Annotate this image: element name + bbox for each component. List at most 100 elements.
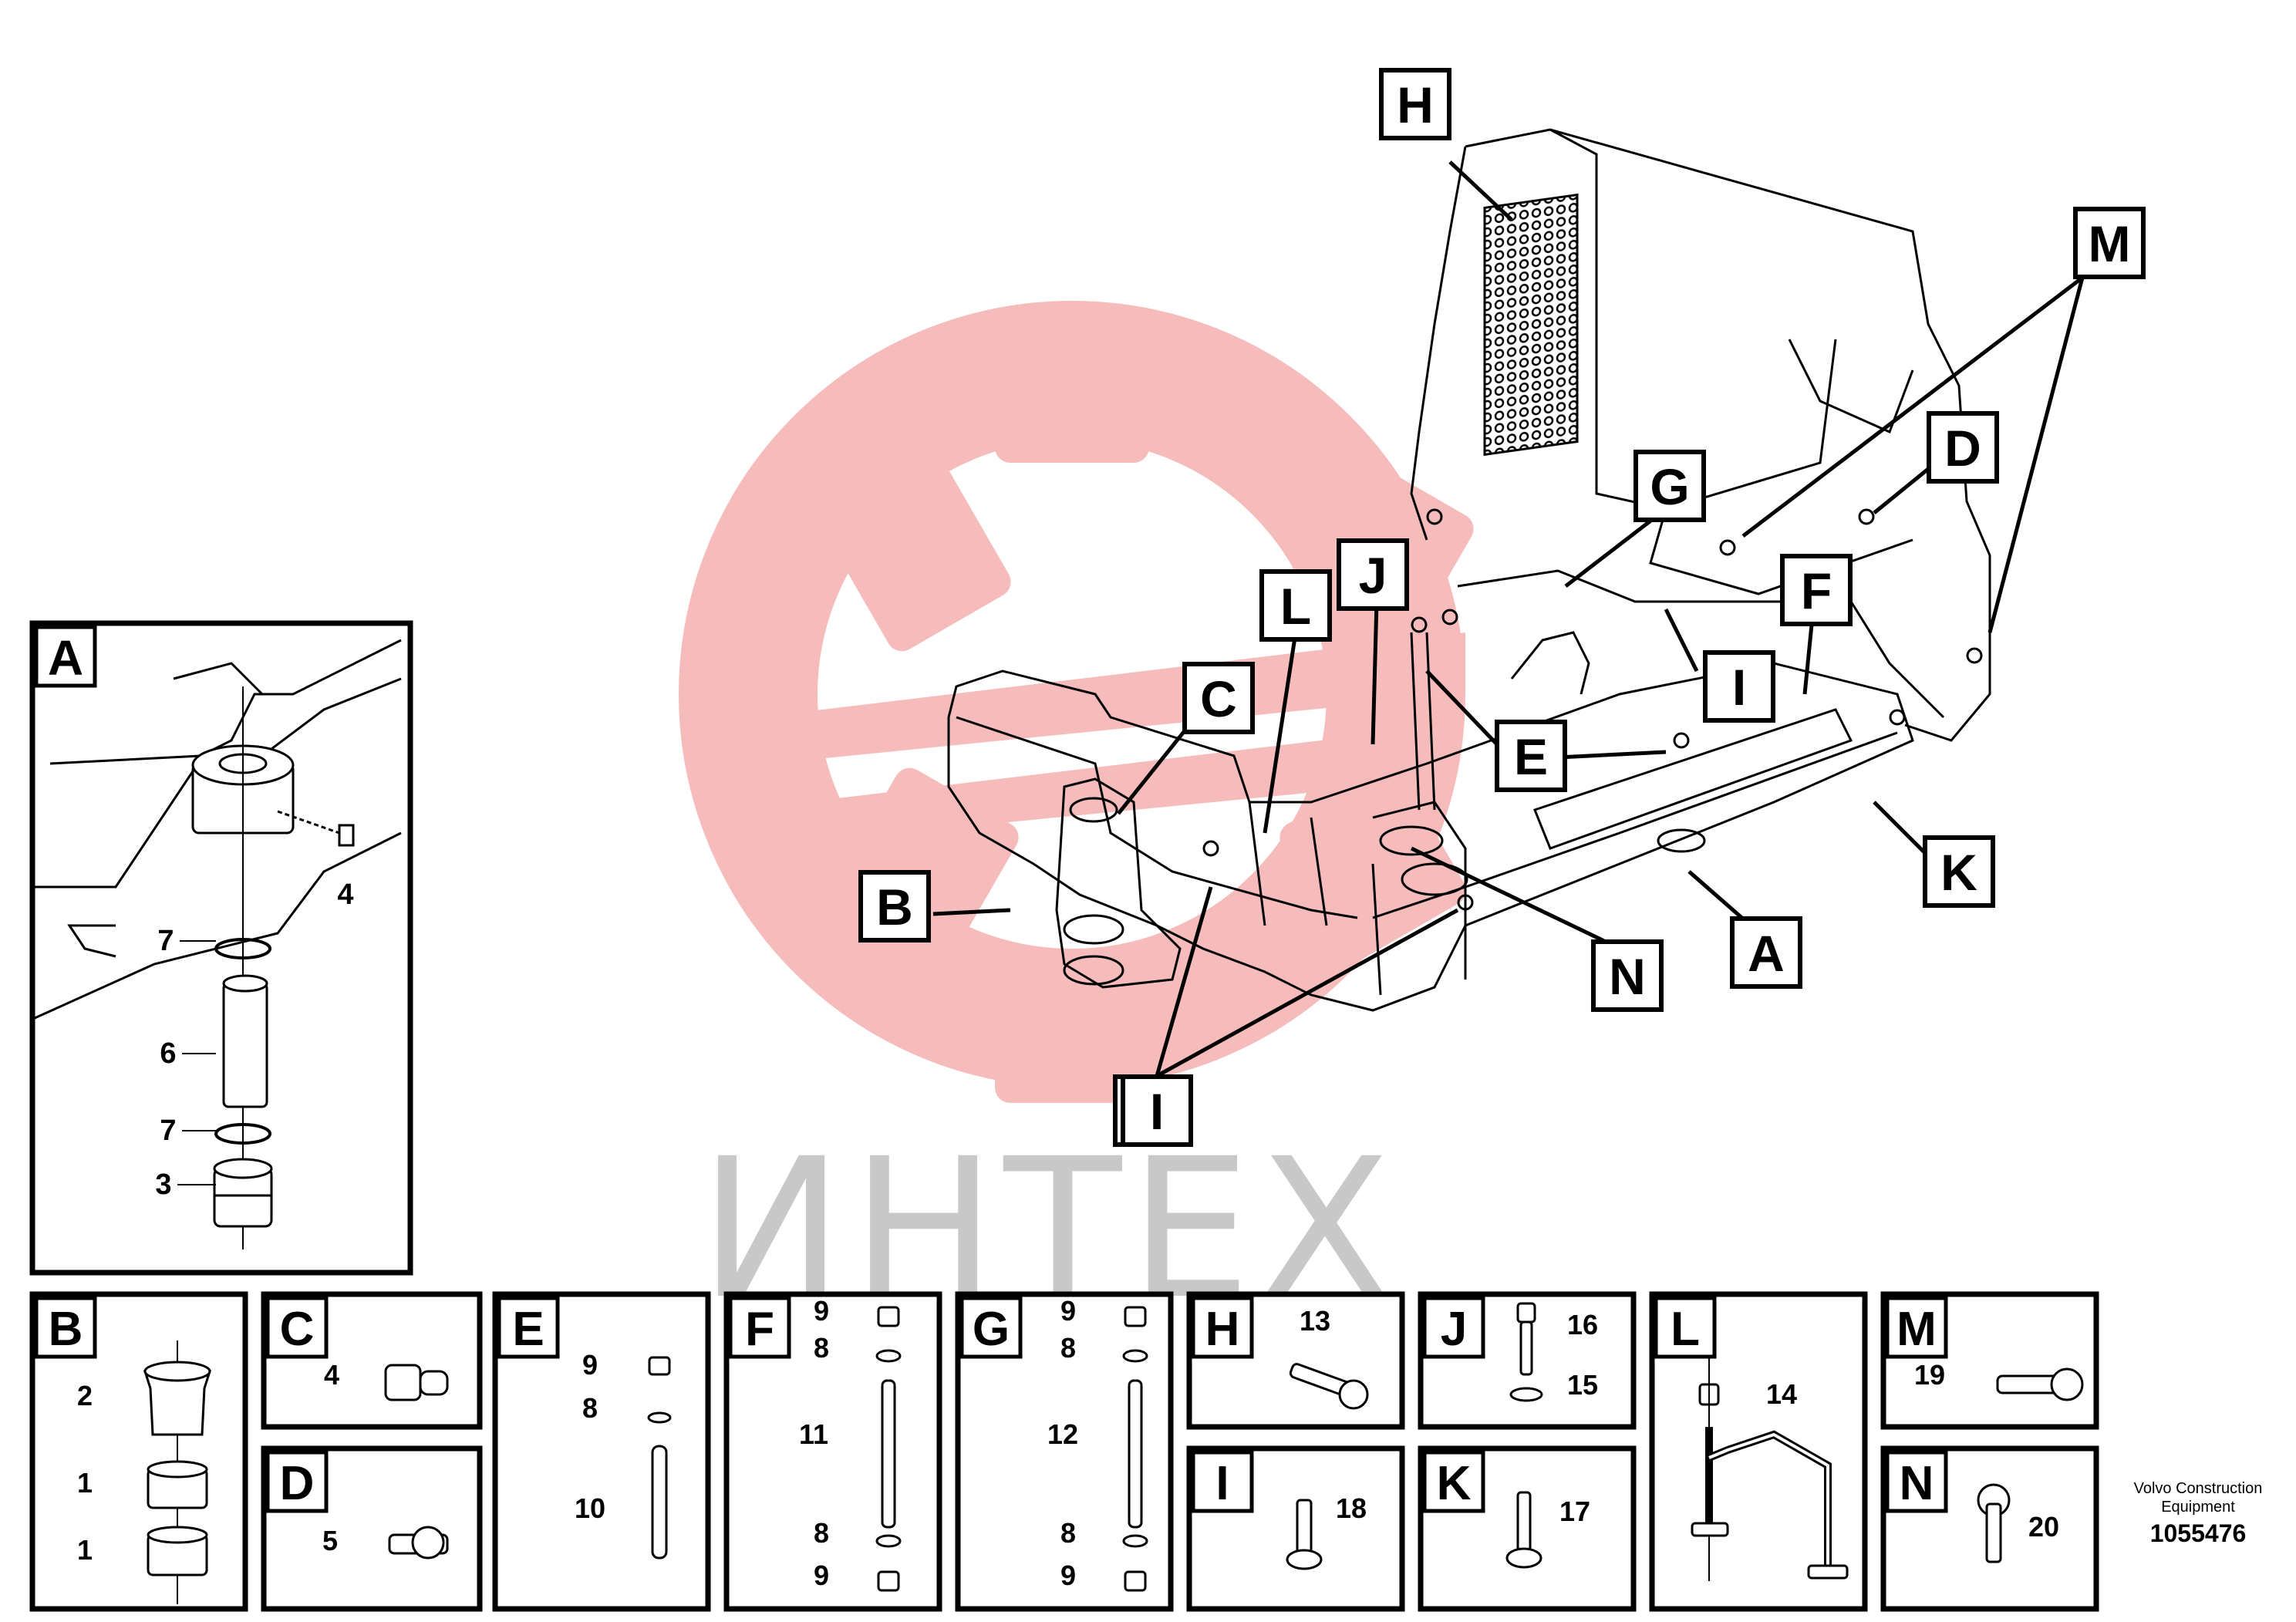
callout-J: J (1337, 538, 1409, 611)
footer-ref: 1055476 (2149, 1519, 2247, 1547)
part-number: 18 (1336, 1492, 1367, 1524)
parts-panel-F: F 9 8 11 8 9 (723, 1291, 942, 1612)
part-number: 13 (1300, 1305, 1330, 1337)
part-number: 8 (814, 1517, 829, 1549)
callout-label: I (1150, 1083, 1164, 1140)
callout-label: N (1609, 948, 1646, 1005)
excavator-frame-drawing (947, 128, 1991, 1012)
parts-panel-D: D5 (261, 1445, 483, 1612)
footer-line2: Equipment (2161, 1499, 2235, 1516)
part-number: 14 (1766, 1378, 1797, 1410)
callout-N: N (1591, 939, 1664, 1012)
parts-panel-M: M19 (1880, 1291, 2099, 1430)
detail-A-item-number: 7 (157, 925, 174, 957)
panel-letter: J (1441, 1303, 1467, 1356)
part-number: 10 (575, 1492, 605, 1524)
part-number: 8 (582, 1392, 598, 1424)
callout-label: C (1200, 670, 1237, 727)
part-number: 19 (1914, 1359, 1945, 1391)
watermark-text: ИНТЕХ (700, 1117, 1399, 1341)
part-number: 9 (1060, 1295, 1076, 1327)
part-number: 9 (814, 1295, 829, 1327)
part-number: 1 (77, 1534, 93, 1566)
part-number: 8 (814, 1332, 829, 1364)
part-number: 9 (1060, 1560, 1076, 1591)
panel-letter: F (745, 1303, 774, 1356)
callout-label: M (2089, 215, 2131, 272)
part-number: 4 (324, 1359, 339, 1391)
parts-panel-G: G 9 8 12 8 9 (955, 1291, 1174, 1612)
detail-A-item-number: 4 (337, 878, 353, 911)
callout-D: D (1927, 411, 1999, 484)
part-number: 20 (2028, 1511, 2059, 1543)
detail-panel-A: A 4 7 6 7 3 (29, 620, 413, 1276)
footer-caption: Volvo Construction Equipment 1055476 (2106, 1479, 2291, 1550)
part-number: 8 (1060, 1332, 1076, 1364)
parts-panel-C: C4 (261, 1291, 483, 1430)
callout-label: I (1732, 659, 1746, 716)
callout-label: F (1801, 562, 1832, 619)
callout-label: L (1280, 578, 1311, 635)
watermark-gear-logo (679, 301, 1474, 1103)
callout-label: G (1650, 458, 1689, 515)
callout-label: H (1397, 76, 1434, 133)
callout-B: B (858, 870, 931, 943)
callout-label: A (1748, 925, 1785, 982)
callout-C: C (1182, 662, 1255, 734)
parts-panel-H: H 13 (1186, 1291, 1405, 1430)
panel-letter: L (1671, 1303, 1700, 1356)
part-number: 12 (1047, 1418, 1078, 1450)
panel-letter: D (280, 1457, 315, 1510)
callout-F: F (1780, 554, 1853, 626)
callout-M: M (2073, 207, 2146, 279)
parts-panel-B: B 2 1 1 (29, 1291, 248, 1612)
detail-A-item-number: 6 (160, 1037, 176, 1070)
part-number: 15 (1567, 1369, 1598, 1401)
panel-letter: H (1205, 1303, 1240, 1356)
parts-panel-N: N 20 (1880, 1445, 2099, 1612)
parts-panel-E: E 9 8 10 (492, 1291, 711, 1612)
callout-label: K (1940, 844, 1977, 901)
part-number: 9 (814, 1560, 829, 1591)
panel-letter: N (1900, 1457, 1934, 1510)
callout-label: J (1359, 547, 1387, 604)
callout-leader-lines (932, 160, 2085, 1078)
part-number: 2 (77, 1380, 93, 1411)
detail-A-item-number: 3 (155, 1168, 171, 1201)
callout-E: E (1495, 720, 1567, 792)
parts-panel-I: I 18 (1186, 1445, 1405, 1612)
panel-letter: I (1215, 1457, 1229, 1510)
callout-I: I (1121, 1074, 1193, 1147)
callout-I: I (1703, 650, 1775, 723)
callout-G: G (1633, 450, 1706, 522)
footer-line1: Volvo Construction (2133, 1480, 2263, 1497)
callout-label: E (1514, 728, 1548, 785)
part-number: 11 (799, 1418, 828, 1450)
part-number: 9 (582, 1349, 598, 1381)
callout-label: D (1944, 420, 1981, 477)
callout-L: L (1259, 569, 1332, 642)
part-number: 1 (77, 1467, 93, 1499)
main-callouts: HMGDJLFCIEIBNAKI (858, 68, 2146, 1147)
panel-letter: K (1437, 1457, 1472, 1510)
callout-A: A (1730, 916, 1802, 989)
parts-panel-J: J 16 15 (1418, 1291, 1637, 1430)
callout-K: K (1923, 835, 1995, 908)
panel-letter: E (512, 1303, 544, 1356)
panel-letter: C (280, 1303, 315, 1356)
part-number: 16 (1567, 1309, 1598, 1340)
callout-H: H (1379, 68, 1451, 140)
part-number: 17 (1559, 1496, 1590, 1527)
detail-A-item-number: 7 (160, 1114, 176, 1147)
panel-letter: G (973, 1303, 1010, 1356)
panel-letter: M (1896, 1303, 1937, 1356)
detail-A-letter: A (48, 630, 83, 686)
parts-panel-L: L 14 (1649, 1291, 1868, 1612)
panel-letter: B (49, 1303, 83, 1356)
part-number: 8 (1060, 1517, 1076, 1549)
parts-panel-K: K 17 (1418, 1445, 1637, 1612)
callout-label: B (876, 878, 913, 936)
part-number: 5 (322, 1525, 338, 1556)
